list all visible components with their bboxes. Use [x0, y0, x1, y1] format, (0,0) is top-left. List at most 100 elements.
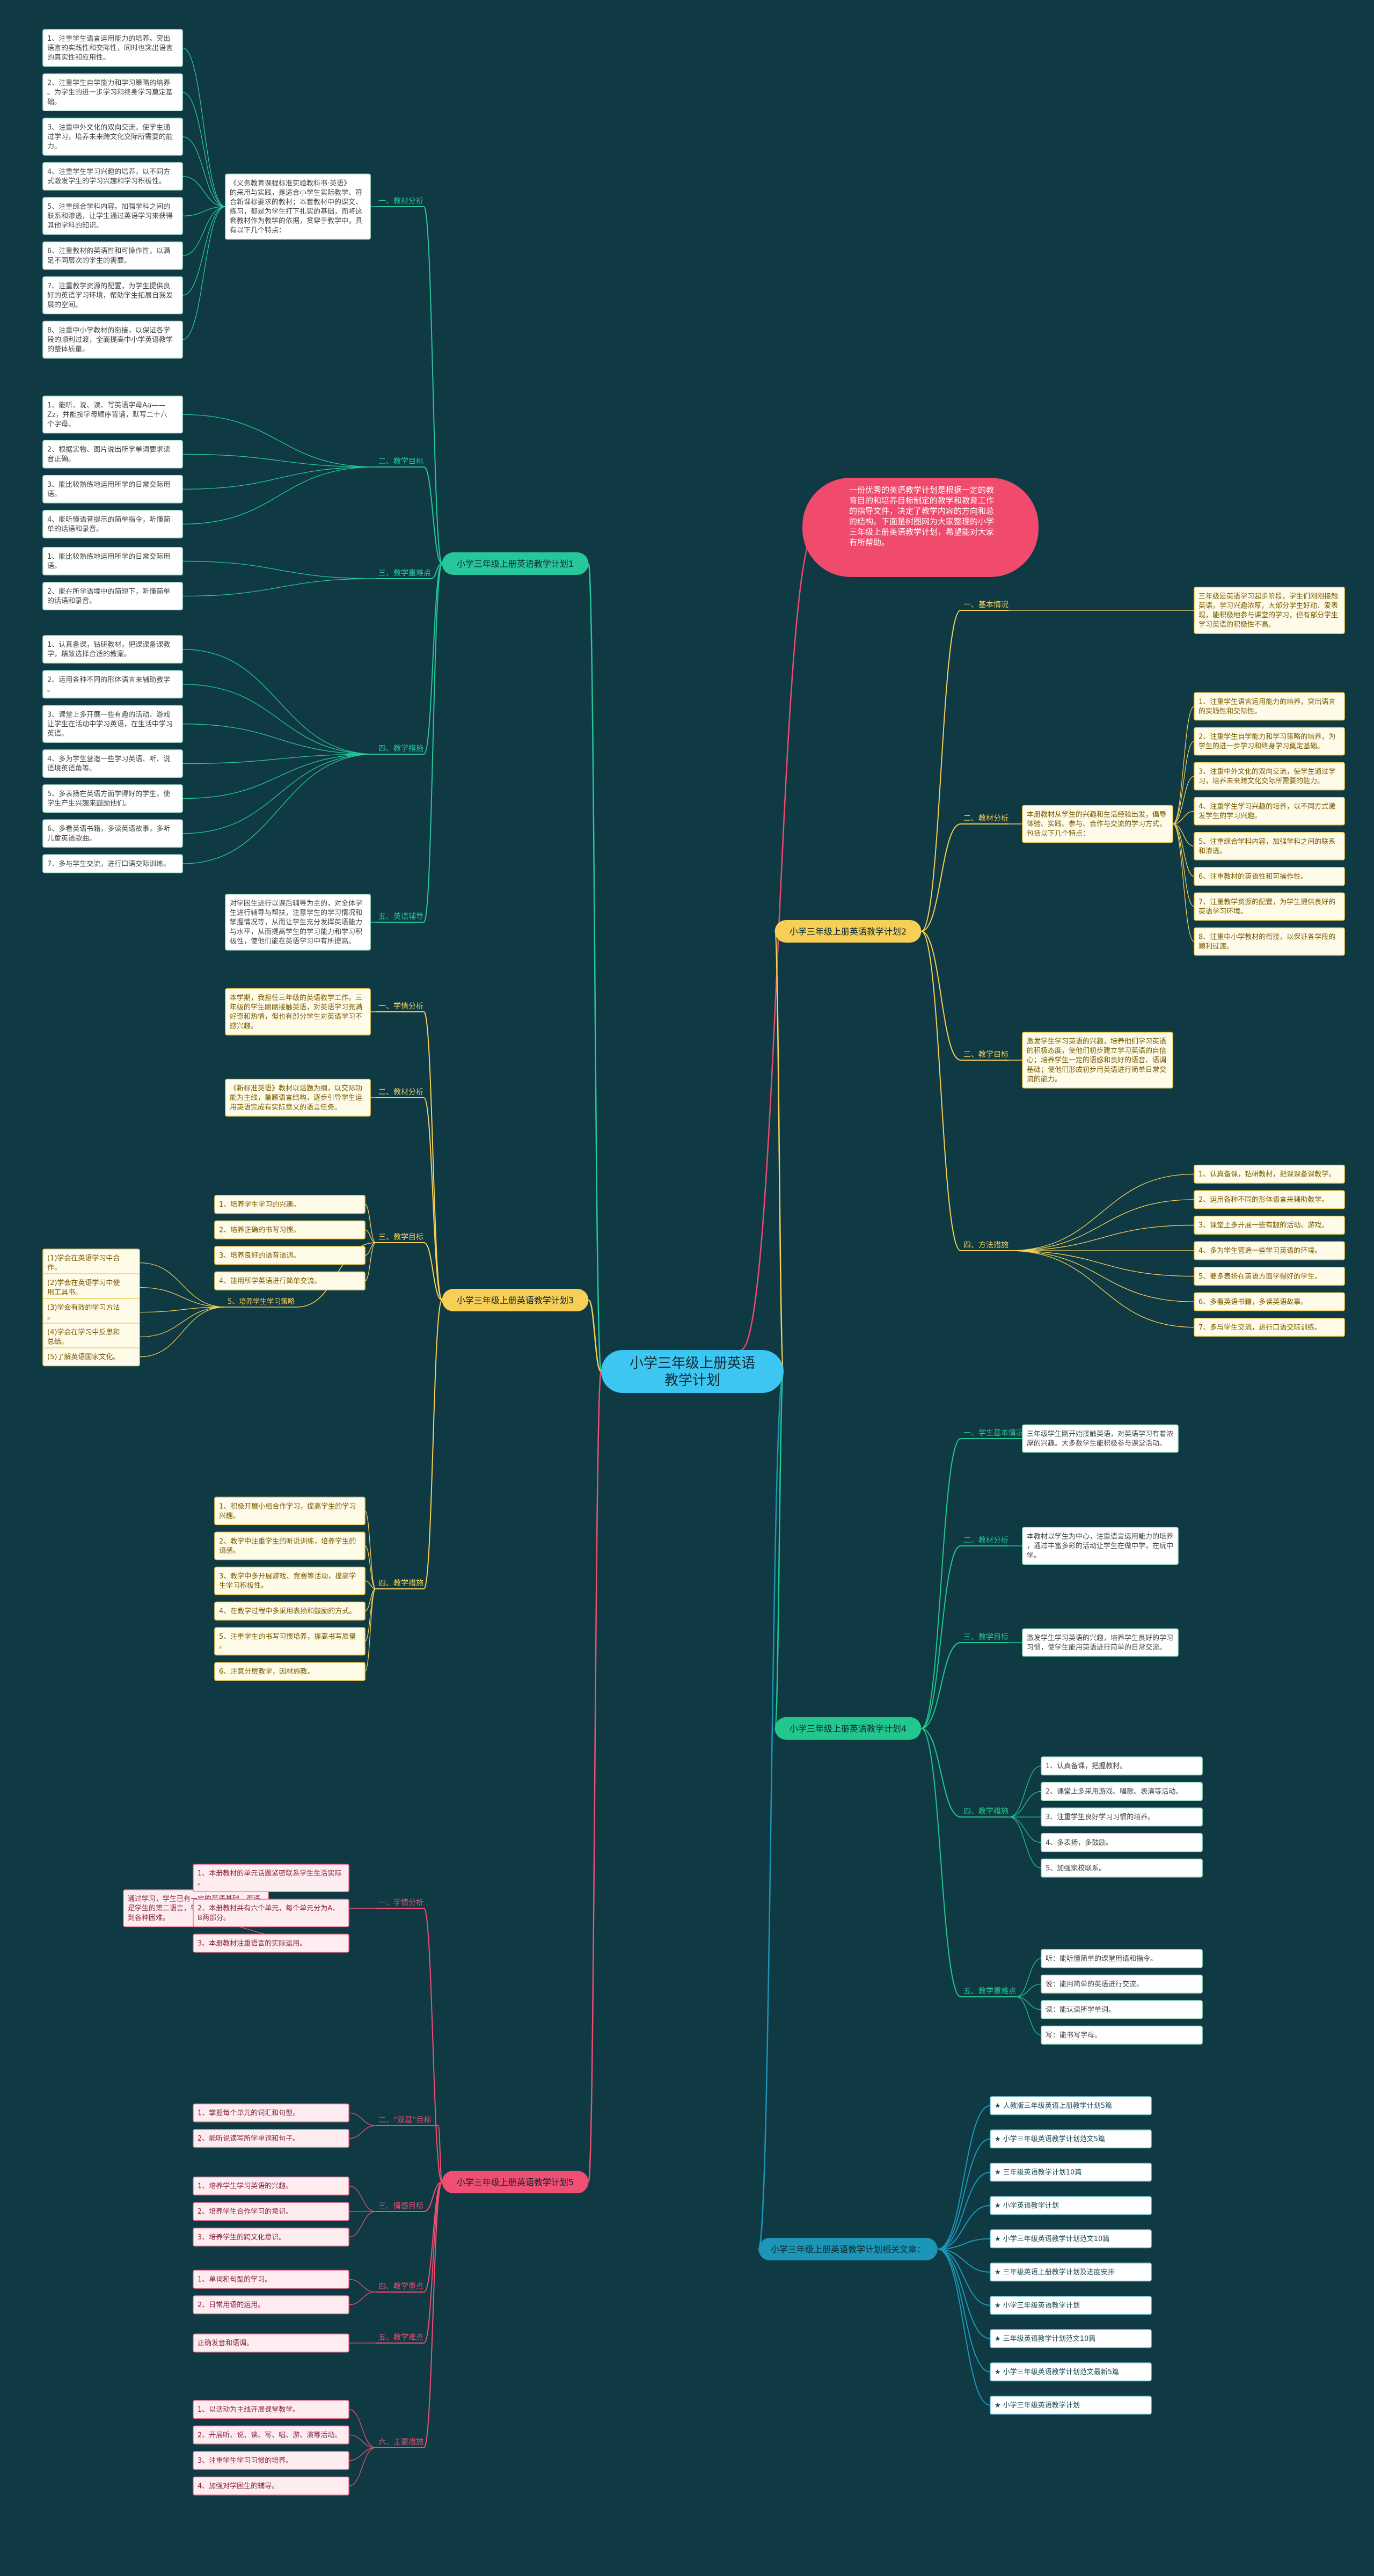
- branch-3-topic-4-item-4[interactable]: 4、在教学过程中多采用表扬和鼓励的方式。: [214, 1601, 366, 1621]
- branch-1-topic-5-detail[interactable]: 对学困生进行以课后辅导为主的，对全体学生进行辅导与帮扶，注意学生的学习情况和掌握…: [225, 894, 371, 951]
- branch-2-topic-1[interactable]: 一、基本情况: [963, 600, 1008, 609]
- branch-1-topic-1-item-7[interactable]: 7、注重教学资源的配置，为学生提供良好的英语学习环境，帮助学生拓展自我发展的空间…: [42, 276, 183, 315]
- branch-1-topic-1-item-1[interactable]: 1、注重学生语言运用能力的培养。突出语言的实践性和交际性，同时也突出语言的真实性…: [42, 29, 183, 67]
- branch-3-topic-3-subtopic-item-3[interactable]: (3)学会有效的学习方法。: [42, 1298, 140, 1326]
- branch-5-topic-3[interactable]: 三、情感目标: [378, 2201, 423, 2210]
- branch-2-topic-2-item-7[interactable]: 7、注重教学资源的配置，为学生提供良好的英语学习环境。: [1194, 892, 1345, 921]
- branch-5-topic-1-item-3[interactable]: 3、本册教材注重语言的实际运用。: [193, 1933, 349, 1953]
- branch-1-topic-4-item-4[interactable]: 4、多为学生营造一些学习英语、听、说语境英语角等。: [42, 749, 183, 778]
- branch-1-topic-2[interactable]: 二、教学目标: [378, 457, 423, 466]
- branch-3-topic-1-detail[interactable]: 本学期，我担任三年级的英语教学工作。三年级的学生刚刚接触英语，对英语学习充满好奇…: [225, 988, 371, 1035]
- branch-1-topic-4-item-1[interactable]: 1、认真备课，钻研教材，把课课备课教学，精致选择合适的教案。: [42, 635, 183, 664]
- branch-1-topic-4-item-7[interactable]: 7、多与学生交流，进行口语交际训练。: [42, 854, 183, 873]
- branch-4-topic-5[interactable]: 五、教学重难点: [963, 1987, 1016, 1996]
- branch-2-topic-2-item-5[interactable]: 5、注重综合学科内容，加强学科之间的联系和渗透。: [1194, 832, 1345, 860]
- branch-node-2[interactable]: 小学三年级上册英语教学计划2: [774, 920, 922, 943]
- branch-4-topic-4[interactable]: 四、教学措施: [963, 1807, 1008, 1816]
- branch-6-topic-6[interactable]: ★ 三年级英语上册教学计划及进度安排: [990, 2263, 1152, 2282]
- branch-5-topic-1-item-2[interactable]: 2、本册教材共有六个单元，每个单元分为A、B两部分。: [193, 1899, 349, 1928]
- branch-1-topic-1-item-8[interactable]: 8、注重中小学教材的衔接，以保证各学段的顺利过渡，全面提高中小学英语教学的整体质…: [42, 320, 183, 359]
- central-topic[interactable]: 小学三年级上册英语教学计划: [601, 1350, 784, 1393]
- branch-2-topic-4-item-3[interactable]: 3、课堂上多开展一些有趣的活动、游戏。: [1194, 1215, 1345, 1235]
- intro-summary[interactable]: 一份优秀的英语教学计划是根据一定的教育目的和培养目标制定的教学和教育工作的指导文…: [802, 478, 1039, 577]
- branch-2-topic-4-item-7[interactable]: 7、多与学生交流，进行口语交际训练。: [1194, 1318, 1345, 1337]
- branch-4-topic-1-detail[interactable]: 三年级学生刚开始接触英语，对英语学习有着浓厚的兴趣。大多数学生能积极参与课堂活动…: [1022, 1424, 1179, 1453]
- branch-1-topic-1[interactable]: 一、教材分析: [378, 197, 423, 206]
- branch-3-topic-3-item-3[interactable]: 3、培养良好的语音语调。: [214, 1246, 366, 1265]
- branch-3-topic-4-item-6[interactable]: 6、注意分层教学，因材施教。: [214, 1662, 366, 1681]
- branch-3-topic-4-item-2[interactable]: 2、教学中注重学生的听说训练，培养学生的语感。: [214, 1531, 366, 1560]
- branch-1-topic-1-item-6[interactable]: 6、注重教材的英语性和可操作性，以满足不同层次的学生的需要。: [42, 241, 183, 270]
- branch-4-topic-5-item-1[interactable]: 听：能听懂简单的课堂用语和指令。: [1041, 1949, 1203, 1968]
- branch-4-topic-3-detail[interactable]: 激发学生学习英语的兴趣，培养学生良好的学习习惯，使学生能用英语进行简单的日常交流…: [1022, 1628, 1179, 1657]
- branch-6-topic-9[interactable]: ★ 小学三年级英语教学计划范文最新5篇: [990, 2362, 1152, 2382]
- branch-1-topic-2-item-4[interactable]: 4、能听懂语音提示的简单指令，听懂简单的话语和录音。: [42, 510, 183, 538]
- branch-3-topic-3-item-2[interactable]: 2、培养正确的书写习惯。: [214, 1220, 366, 1239]
- branch-5-topic-4[interactable]: 四、教学重点: [378, 2282, 423, 2291]
- branch-4-topic-4-item-5[interactable]: 5、加强家校联系。: [1041, 1858, 1203, 1878]
- branch-1-topic-4[interactable]: 四、教学措施: [378, 745, 423, 753]
- branch-1-topic-2-item-2[interactable]: 2、根据实物、图片说出所学单词要求读音正确。: [42, 440, 183, 469]
- branch-2-topic-2-item-8[interactable]: 8、注重中小学教材的衔接，以保证各学段的顺利过渡。: [1194, 927, 1345, 956]
- branch-1-topic-1-item-5[interactable]: 5、注重综合学科内容。加强学科之间的联系和渗透，让学生通过英语学习来获得其他学科…: [42, 197, 183, 235]
- branch-2-topic-2-item-2[interactable]: 2、注重学生自学能力和学习策略的培养，为学生的进一步学习和终身学习奠定基础。: [1194, 727, 1345, 756]
- branch-2-topic-4-item-6[interactable]: 6、多看英语书籍，多读英语故事。: [1194, 1292, 1345, 1311]
- branch-6-topic-8[interactable]: ★ 三年级英语教学计划范文10篇: [990, 2329, 1152, 2348]
- branch-2-topic-4-item-5[interactable]: 5、要多表扬在英语方面学得好的学生。: [1194, 1267, 1345, 1286]
- branch-3-topic-2-detail[interactable]: 《新标准英语》教材以话题为纲，以交际功能为主线，兼顾语言结构，逐步引导学生运用英…: [225, 1078, 371, 1117]
- branch-5-topic-2[interactable]: 二、“双基”目标: [378, 2115, 432, 2125]
- branch-2-topic-2-item-1[interactable]: 1、注重学生语言运用能力的培养，突出语言的实践性和交际性。: [1194, 692, 1345, 721]
- branch-2-topic-4-item-4[interactable]: 4、多为学生营造一些学习英语的环境。: [1194, 1241, 1345, 1260]
- branch-1-topic-4-item-6[interactable]: 6、多看英语书籍，多读英语故事，多听儿童英语歌曲。: [42, 819, 183, 848]
- branch-4-topic-4-item-2[interactable]: 2、课堂上多采用游戏、唱歌、表演等活动。: [1041, 1782, 1203, 1801]
- branch-3-topic-3-subtopic-item-5[interactable]: (5)了解英语国家文化。: [42, 1347, 140, 1367]
- branch-node-5[interactable]: 小学三年级上册英语教学计划5: [442, 2171, 589, 2193]
- branch-2-topic-2-detail[interactable]: 本册教材从学生的兴趣和生活经验出发，倡导体验、实践、参与、合作与交流的学习方式，…: [1022, 805, 1173, 843]
- branch-1-topic-3-item-2[interactable]: 2、能在所学语境中的简短下，听懂简单的话语和录音。: [42, 582, 183, 610]
- branch-5-topic-4-item-2[interactable]: 2、日常用语的运用。: [193, 2295, 349, 2315]
- branch-2-topic-3[interactable]: 三、教学目标: [963, 1050, 1008, 1059]
- branch-5-topic-6-item-4[interactable]: 4、加强对学困生的辅导。: [193, 2476, 349, 2495]
- branch-3-topic-4[interactable]: 四、教学措施: [378, 1579, 423, 1588]
- branch-1-topic-5[interactable]: 五、英语辅导: [378, 912, 423, 921]
- branch-2-topic-2-item-3[interactable]: 3、注重中外文化的双向交流，使学生通过学习，培养未来跨文化交际所需要的能力。: [1194, 762, 1345, 791]
- branch-1-topic-4-item-2[interactable]: 2、运用各种不同的形体语言来辅助教学。: [42, 670, 183, 699]
- branch-2-topic-3-detail[interactable]: 激发学生学习英语的兴趣，培养他们学习英语的积极态度，使他们初步建立学习英语的自信…: [1022, 1032, 1173, 1089]
- branch-1-topic-3[interactable]: 三、教学重难点: [378, 569, 431, 578]
- branch-6-topic-1[interactable]: ★ 人教版三年级英语上册教学计划5篇: [990, 2096, 1152, 2115]
- branch-6-topic-2[interactable]: ★ 小学三年级英语教学计划范文5篇: [990, 2129, 1152, 2149]
- branch-1-topic-1-item-3[interactable]: 3、注重中外文化的双向交流。使学生通过学习，培养未来跨文化交际所需要的能力。: [42, 118, 183, 156]
- branch-2-topic-2-item-4[interactable]: 4、注重学生学习兴趣的培养，以不同方式激发学生的学习兴趣。: [1194, 797, 1345, 826]
- branch-6-topic-7[interactable]: ★ 小学三年级英语教学计划: [990, 2296, 1152, 2315]
- branch-6-topic-3[interactable]: ★ 三年级英语教学计划10篇: [990, 2163, 1152, 2182]
- branch-2-topic-4-item-2[interactable]: 2、运用各种不同的形体语言来辅助教学。: [1194, 1190, 1345, 1209]
- branch-6-topic-10[interactable]: ★ 小学三年级英语教学计划: [990, 2396, 1152, 2415]
- branch-1-topic-2-item-1[interactable]: 1、能听、说、读、写英语字母Aa——Zz，并能按字母顺序背诵，默写二十六个字母。: [42, 396, 183, 434]
- branch-3-topic-3-subtopic[interactable]: 5、培养学生学习策略: [228, 1297, 295, 1306]
- branch-3-topic-3-subtopic-item-4[interactable]: (4)学会在学习中反思和总结。: [42, 1323, 140, 1351]
- branch-5-topic-3-item-2[interactable]: 2、培养学生合作学习的意识。: [193, 2202, 349, 2221]
- branch-1-topic-1-item-4[interactable]: 4、注重学生学习兴趣的培养，以不同方式激发学生的学习兴趣和学习积极性。: [42, 162, 183, 191]
- branch-5-topic-4-item-1[interactable]: 1、单词和句型的学习。: [193, 2269, 349, 2289]
- branch-4-topic-5-item-4[interactable]: 写：能书写字母。: [1041, 2025, 1203, 2045]
- branch-4-topic-4-item-4[interactable]: 4、多表扬，多鼓励。: [1041, 1833, 1203, 1852]
- branch-4-topic-5-item-2[interactable]: 说：能用简单的英语进行交流。: [1041, 1974, 1203, 1994]
- branch-3-topic-3-subtopic-item-2[interactable]: (2)学会在英语学习中使用工具书。: [42, 1273, 140, 1302]
- branch-3-topic-3-subtopic-item-1[interactable]: (1)学会在英语学习中合作。: [42, 1249, 140, 1277]
- branch-2-topic-2[interactable]: 二、教材分析: [963, 814, 1008, 823]
- branch-4-topic-2-detail[interactable]: 本教材以学生为中心，注重语言运用能力的培养，通过丰富多彩的活动让学生在做中学，在…: [1022, 1527, 1179, 1565]
- branch-6-topic-5[interactable]: ★ 小学三年级英语教学计划范文10篇: [990, 2229, 1152, 2249]
- branch-3-topic-4-item-1[interactable]: 1、积极开展小组合作学习，提高学生的学习兴趣。: [214, 1497, 366, 1526]
- branch-3-topic-3[interactable]: 三、教学目标: [378, 1233, 423, 1242]
- branch-1-topic-2-item-3[interactable]: 3、能比较熟练地运用所学的日常交际用语。: [42, 475, 183, 503]
- branch-4-topic-1[interactable]: 一、学生基本情况分析: [963, 1428, 1039, 1437]
- branch-3-topic-3-item-4[interactable]: 4、能用所学英语进行简单交流。: [214, 1271, 366, 1290]
- branch-3-topic-4-item-5[interactable]: 5、注重学生的书写习惯培养，提高书写质量。: [214, 1627, 366, 1655]
- branch-5-topic-5-item-1[interactable]: 正确发音和语调。: [193, 2333, 349, 2353]
- branch-4-topic-5-item-3[interactable]: 读：能认读所学单词。: [1041, 2000, 1203, 2019]
- branch-3-topic-1[interactable]: 一、学情分析: [378, 1002, 423, 1011]
- branch-5-topic-6-item-1[interactable]: 1、以活动为主线开展课堂教学。: [193, 2400, 349, 2419]
- branch-5-topic-6-item-3[interactable]: 3、注重学生学习习惯的培养。: [193, 2451, 349, 2470]
- branch-2-topic-4[interactable]: 四、方法措施: [963, 1241, 1008, 1250]
- branch-4-topic-4-item-1[interactable]: 1、认真备课，把握教材。: [1041, 1756, 1203, 1776]
